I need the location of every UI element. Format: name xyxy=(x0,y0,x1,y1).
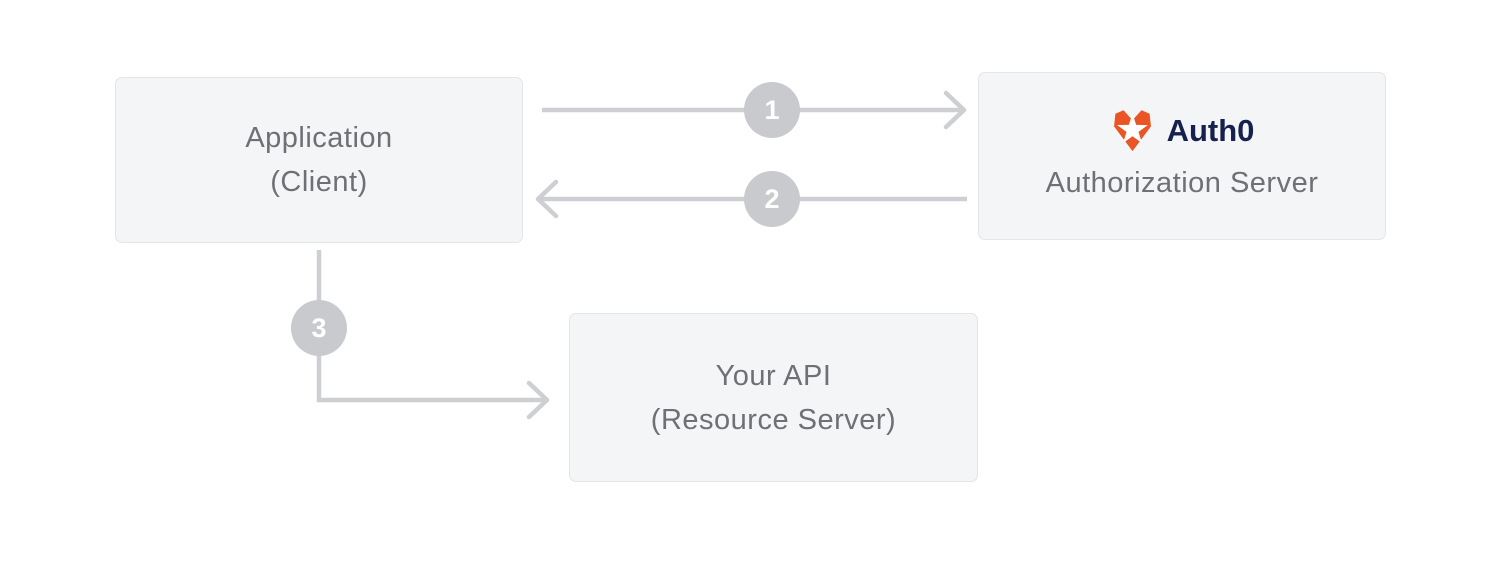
step-badge-3: 3 xyxy=(291,300,347,356)
arrow-3-head-icon xyxy=(526,380,550,420)
arrow-1-head-icon xyxy=(943,90,967,130)
step-badge-2: 2 xyxy=(744,171,800,227)
auth0-wordmark: Auth0 xyxy=(1166,112,1255,148)
auth0-shield-star xyxy=(1116,113,1148,144)
arrow-3-line xyxy=(316,250,544,403)
api-subtitle: (Resource Server) xyxy=(650,403,897,436)
auth0-logo: Auth0 xyxy=(1110,107,1255,153)
application-node: Application (Client) xyxy=(115,77,523,243)
api-title: Your API xyxy=(715,359,832,392)
api-node: Your API (Resource Server) xyxy=(569,313,978,482)
authorization-server-node: Auth0 Authorization Server xyxy=(978,72,1386,240)
authorization-server-label: Authorization Server xyxy=(1045,167,1319,199)
application-subtitle: (Client) xyxy=(270,166,368,198)
arrow-2-head-icon xyxy=(535,179,559,219)
application-title: Application xyxy=(245,122,393,154)
auth0-shield-icon xyxy=(1113,110,1151,152)
step-badge-1: 1 xyxy=(744,82,800,138)
